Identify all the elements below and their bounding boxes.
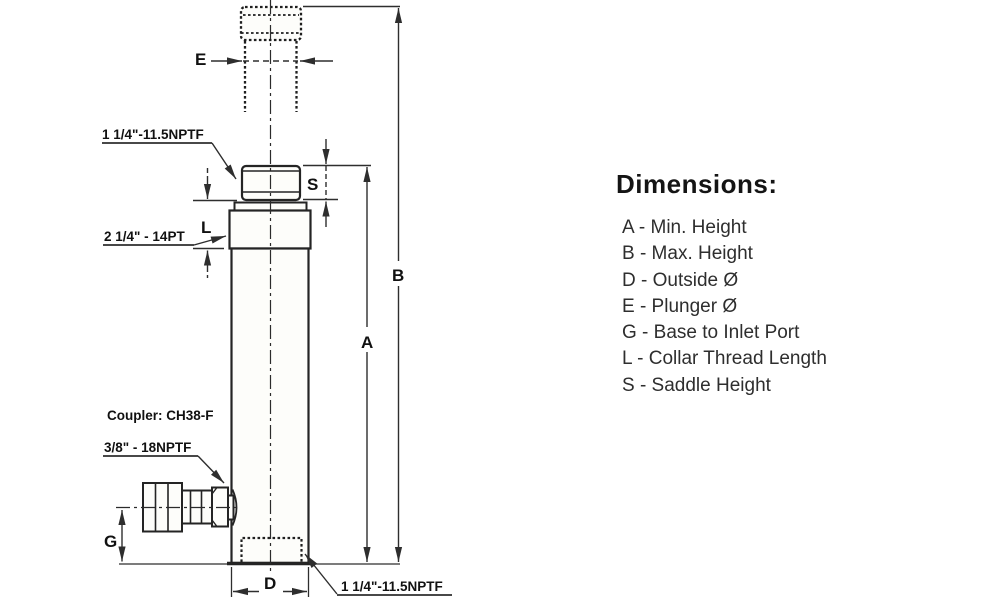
label-saddle-thread: 1 1/4"-11.5NPTF [102, 127, 204, 142]
leader-inlet-thread [197, 455, 225, 484]
leader-saddle-thread [211, 142, 237, 180]
legend-title: Dimensions: [616, 169, 778, 199]
dim-label-D: D [264, 574, 276, 593]
leader-collar-thread [193, 235, 227, 246]
dim-label-L: L [201, 218, 211, 237]
legend-item-D: D - Outside Ø [622, 269, 739, 291]
dim-label-S: S [307, 175, 318, 194]
base-thread-pocket [240, 536, 303, 562]
legend-item-S: S - Saddle Height [622, 374, 771, 396]
dimensions-legend: Dimensions: A - Min. Height B - Max. Hei… [616, 171, 827, 399]
label-base-thread: 1 1/4"-11.5NPTF [341, 579, 443, 594]
legend-item-L: L - Collar Thread Length [622, 348, 827, 370]
hex-chamfer-top [211, 487, 218, 495]
hex-chamfer-bottom [211, 519, 218, 527]
legend-item-A: A - Min. Height [622, 217, 747, 238]
dim-B-label-mask [389, 261, 409, 286]
label-coupler: Coupler: CH38-F [107, 408, 214, 423]
dim-label-A: A [361, 333, 373, 352]
dimension-lines [102, 5, 452, 597]
legend-item-B: B - Max. Height [622, 243, 753, 265]
label-collar-thread: 2 1/4" - 14PT [104, 229, 185, 244]
legend-item-E: E - Plunger Ø [622, 295, 738, 317]
dim-label-G: G [104, 532, 117, 551]
legend-item-G: G - Base to Inlet Port [622, 322, 800, 344]
dim-label-B: B [392, 266, 404, 285]
leader-base-thread [304, 553, 338, 595]
label-inlet-thread: 3/8" - 18NPTF [104, 440, 191, 455]
dim-A-label-mask [357, 327, 378, 352]
dim-label-E: E [195, 50, 206, 69]
